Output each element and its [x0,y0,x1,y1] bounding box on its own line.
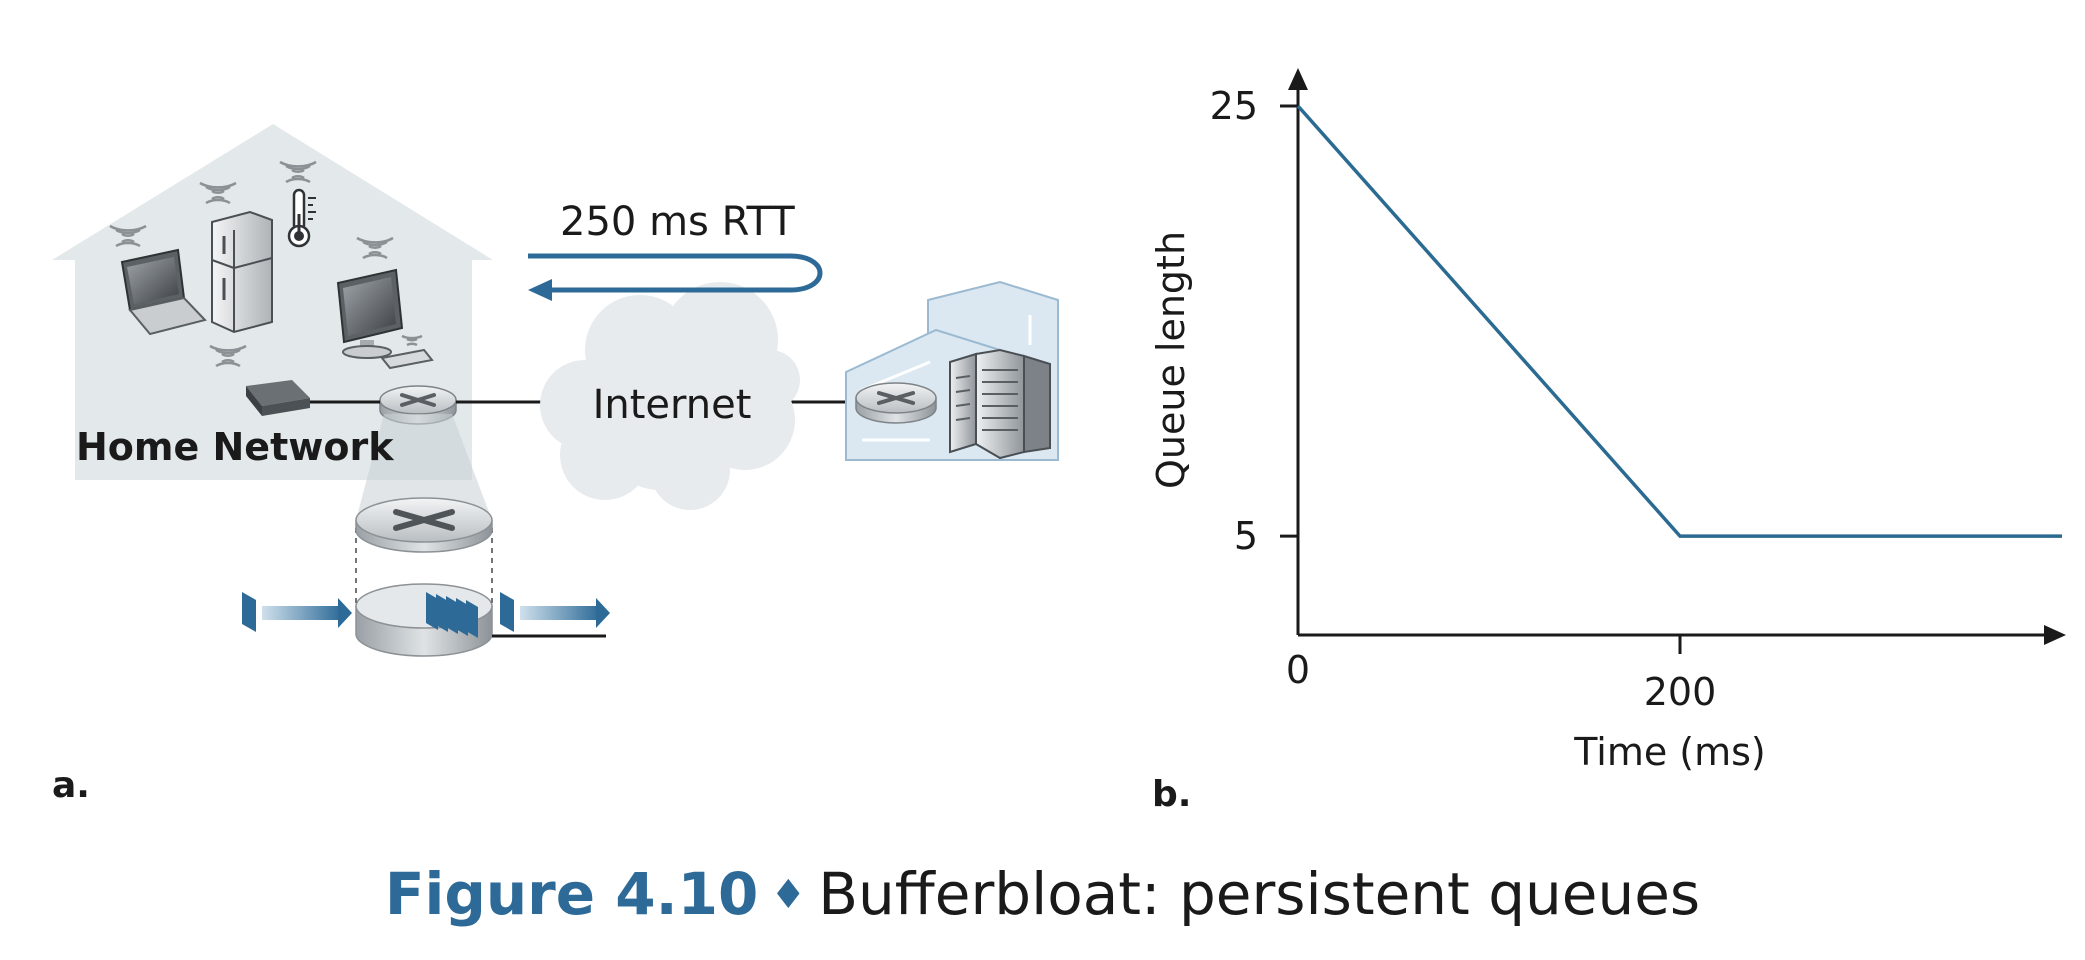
desktop-computer-icon [336,268,434,370]
thermometer-icon [287,188,316,248]
home-network-label: Home Network [76,425,394,469]
internet-label: Internet [593,382,752,428]
refrigerator-icon [211,210,273,334]
wifi-signal-icons [109,160,423,368]
y-tick-label: 25 [1210,84,1258,128]
x-axis-label: Time (ms) [1573,730,1766,774]
figure-caption: Figure 4.10♦Bufferbloat: persistent queu… [0,860,2085,928]
y-axis-arrow-icon [1288,68,1308,90]
internet-cloud [540,282,800,510]
queue-length-line [1296,104,2062,538]
queued-packets [242,592,610,638]
panel-b-chart: 5 25 0 200 Queue length Time (ms) b. [1149,68,2066,815]
panel-b-label: b. [1152,774,1191,815]
caption-separator: ♦ [770,872,807,918]
caption-text: Bufferbloat: persistent queues [818,860,1701,928]
x-tick-label: 200 [1644,670,1717,714]
y-axis-label: Queue length [1149,231,1193,489]
panel-a: Home Network 250 ms RTT Internet a. [52,124,1059,806]
rtt-loop-arrow [528,253,823,301]
rtt-label: 250 ms RTT [560,199,795,245]
x-tick-label: 0 [1286,648,1310,692]
x-axis-arrow-icon [2044,625,2066,645]
server-router-icon [855,382,937,424]
home-gateway-icon [246,380,310,416]
panel-a-label: a. [52,765,90,806]
y-tick-label: 5 [1234,514,1258,558]
router-zoom-cone [356,414,492,520]
enlarged-router-buffer [355,497,606,657]
server-rack-icon [949,348,1051,460]
laptop-icon [120,248,207,336]
figure-number: Figure 4.10 [384,860,759,928]
